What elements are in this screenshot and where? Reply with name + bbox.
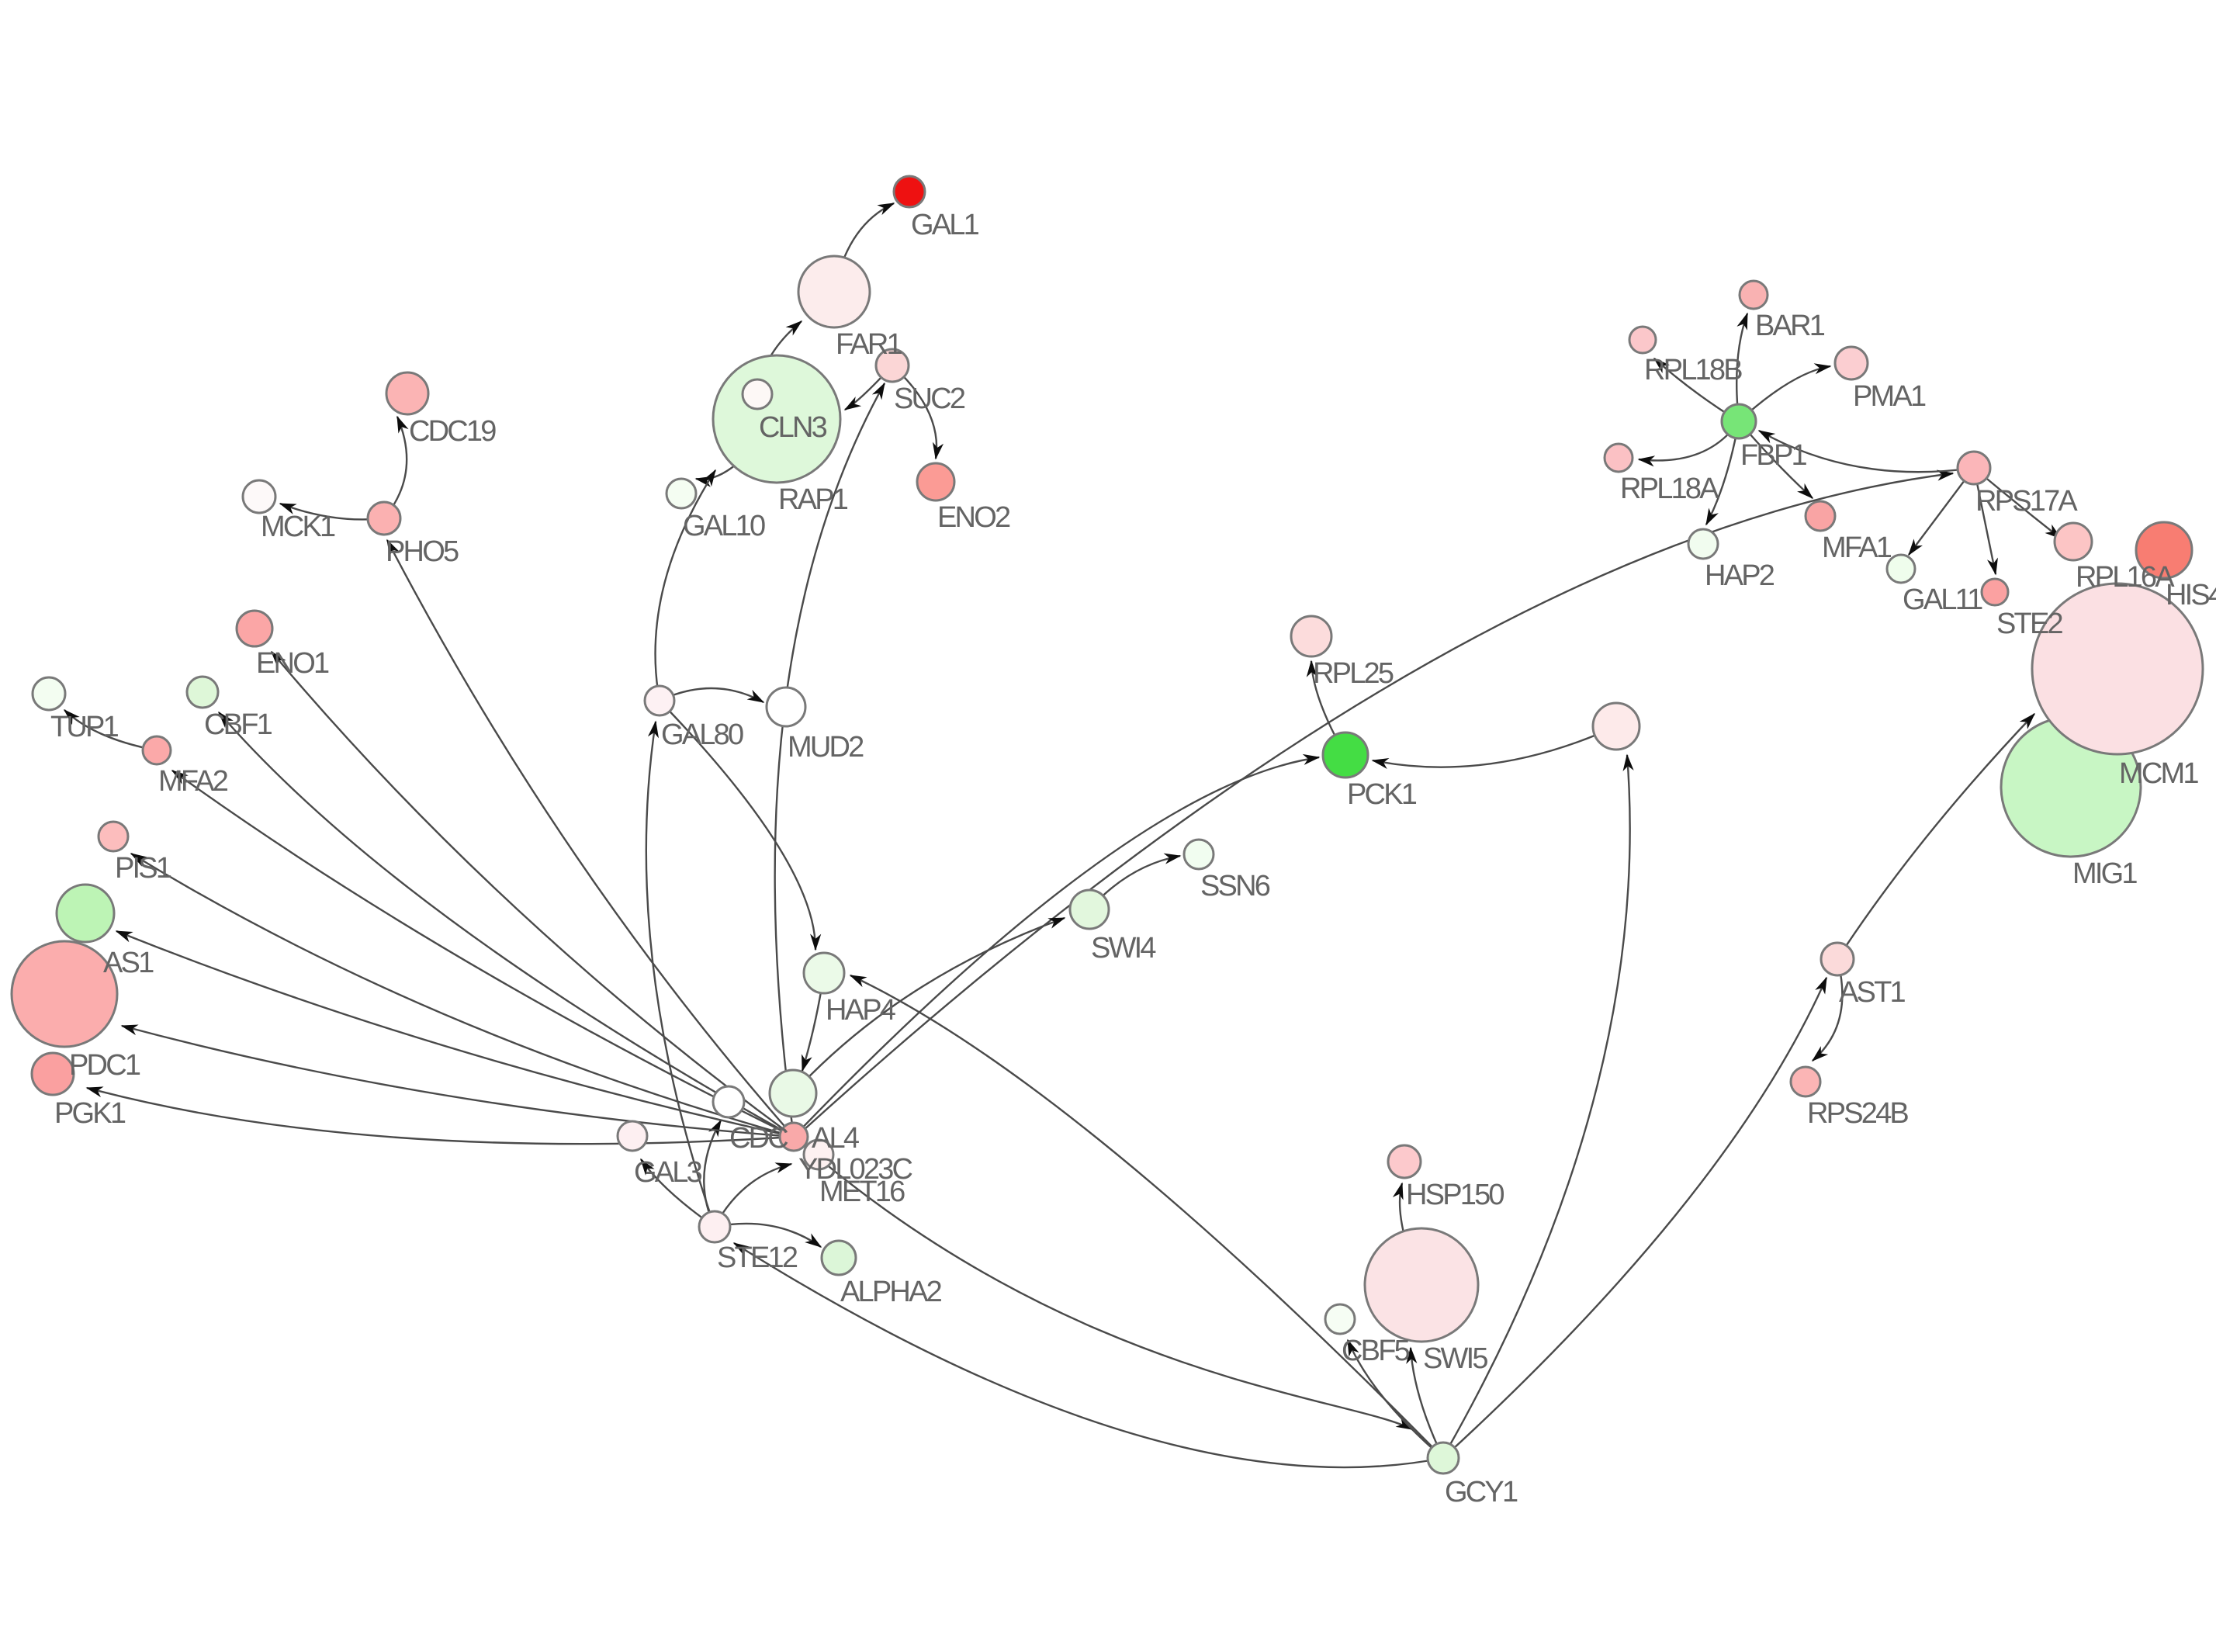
svg-text:MET16: MET16 [819,1176,905,1208]
svg-text:FBP1: FBP1 [1740,439,1807,472]
svg-text:AL4: AL4 [812,1122,860,1155]
svg-text:GAL11: GAL11 [1903,584,1982,616]
svg-text:RPL25: RPL25 [1313,657,1394,690]
svg-text:RPL16A: RPL16A [2076,561,2175,594]
svg-text:SSN6: SSN6 [1200,870,1270,902]
svg-text:GCY1: GCY1 [1445,1476,1518,1508]
svg-text:SWI5: SWI5 [1423,1342,1487,1375]
svg-text:CLN3: CLN3 [759,411,827,444]
svg-text:HIS4: HIS4 [2166,579,2216,611]
svg-text:MCM1: MCM1 [2119,757,2198,790]
svg-text:SWI4: SWI4 [1091,932,1156,965]
svg-text:PCK1: PCK1 [1347,778,1417,811]
svg-text:RPL18B: RPL18B [1644,354,1742,386]
svg-text:MFA1: MFA1 [1822,532,1892,564]
svg-text:CBF1: CBF1 [204,708,272,741]
svg-text:MIG1: MIG1 [2072,857,2137,890]
svg-text:PIS1: PIS1 [115,852,171,885]
svg-text:MFA2: MFA2 [158,765,228,798]
svg-text:PHO5: PHO5 [386,535,459,568]
svg-text:HAP4: HAP4 [826,994,896,1027]
svg-text:PDC1: PDC1 [69,1049,140,1082]
svg-text:GAL10: GAL10 [683,510,765,542]
svg-text:ENO2: ENO2 [937,501,1010,534]
svg-text:PMA1: PMA1 [1853,380,1926,413]
svg-text:BAR1: BAR1 [1755,310,1825,342]
svg-text:AST1: AST1 [1839,976,1906,1009]
svg-text:CDC: CDC [729,1122,788,1155]
svg-text:AS1: AS1 [103,947,154,979]
svg-text:MUD2: MUD2 [788,731,864,764]
svg-text:YDL023C: YDL023C [798,1153,912,1186]
svg-text:RPS17A: RPS17A [1975,485,2078,518]
svg-text:GAL80: GAL80 [661,719,743,751]
svg-text:RPL18A: RPL18A [1620,473,1719,505]
svg-text:ENO1: ENO1 [256,647,329,680]
svg-text:PGK1: PGK1 [54,1097,126,1130]
svg-text:HAP2: HAP2 [1705,559,1775,592]
svg-text:FAR1: FAR1 [836,328,902,361]
svg-text:MCK1: MCK1 [261,511,335,543]
svg-text:STE12: STE12 [717,1242,798,1274]
svg-text:RAP1: RAP1 [778,483,848,516]
svg-text:ALPHA2: ALPHA2 [840,1276,942,1308]
svg-text:CDC19: CDC19 [409,415,496,448]
svg-text:STE2: STE2 [1996,608,2063,640]
svg-text:GAL3: GAL3 [634,1156,702,1189]
svg-text:GAL1: GAL1 [911,209,979,241]
svg-text:CBF5: CBF5 [1342,1335,1410,1367]
svg-text:TUP1: TUP1 [50,711,119,743]
svg-text:RPS24B: RPS24B [1807,1097,1908,1130]
svg-text:SUC2: SUC2 [894,383,965,415]
svg-text:HSP150: HSP150 [1406,1179,1504,1211]
